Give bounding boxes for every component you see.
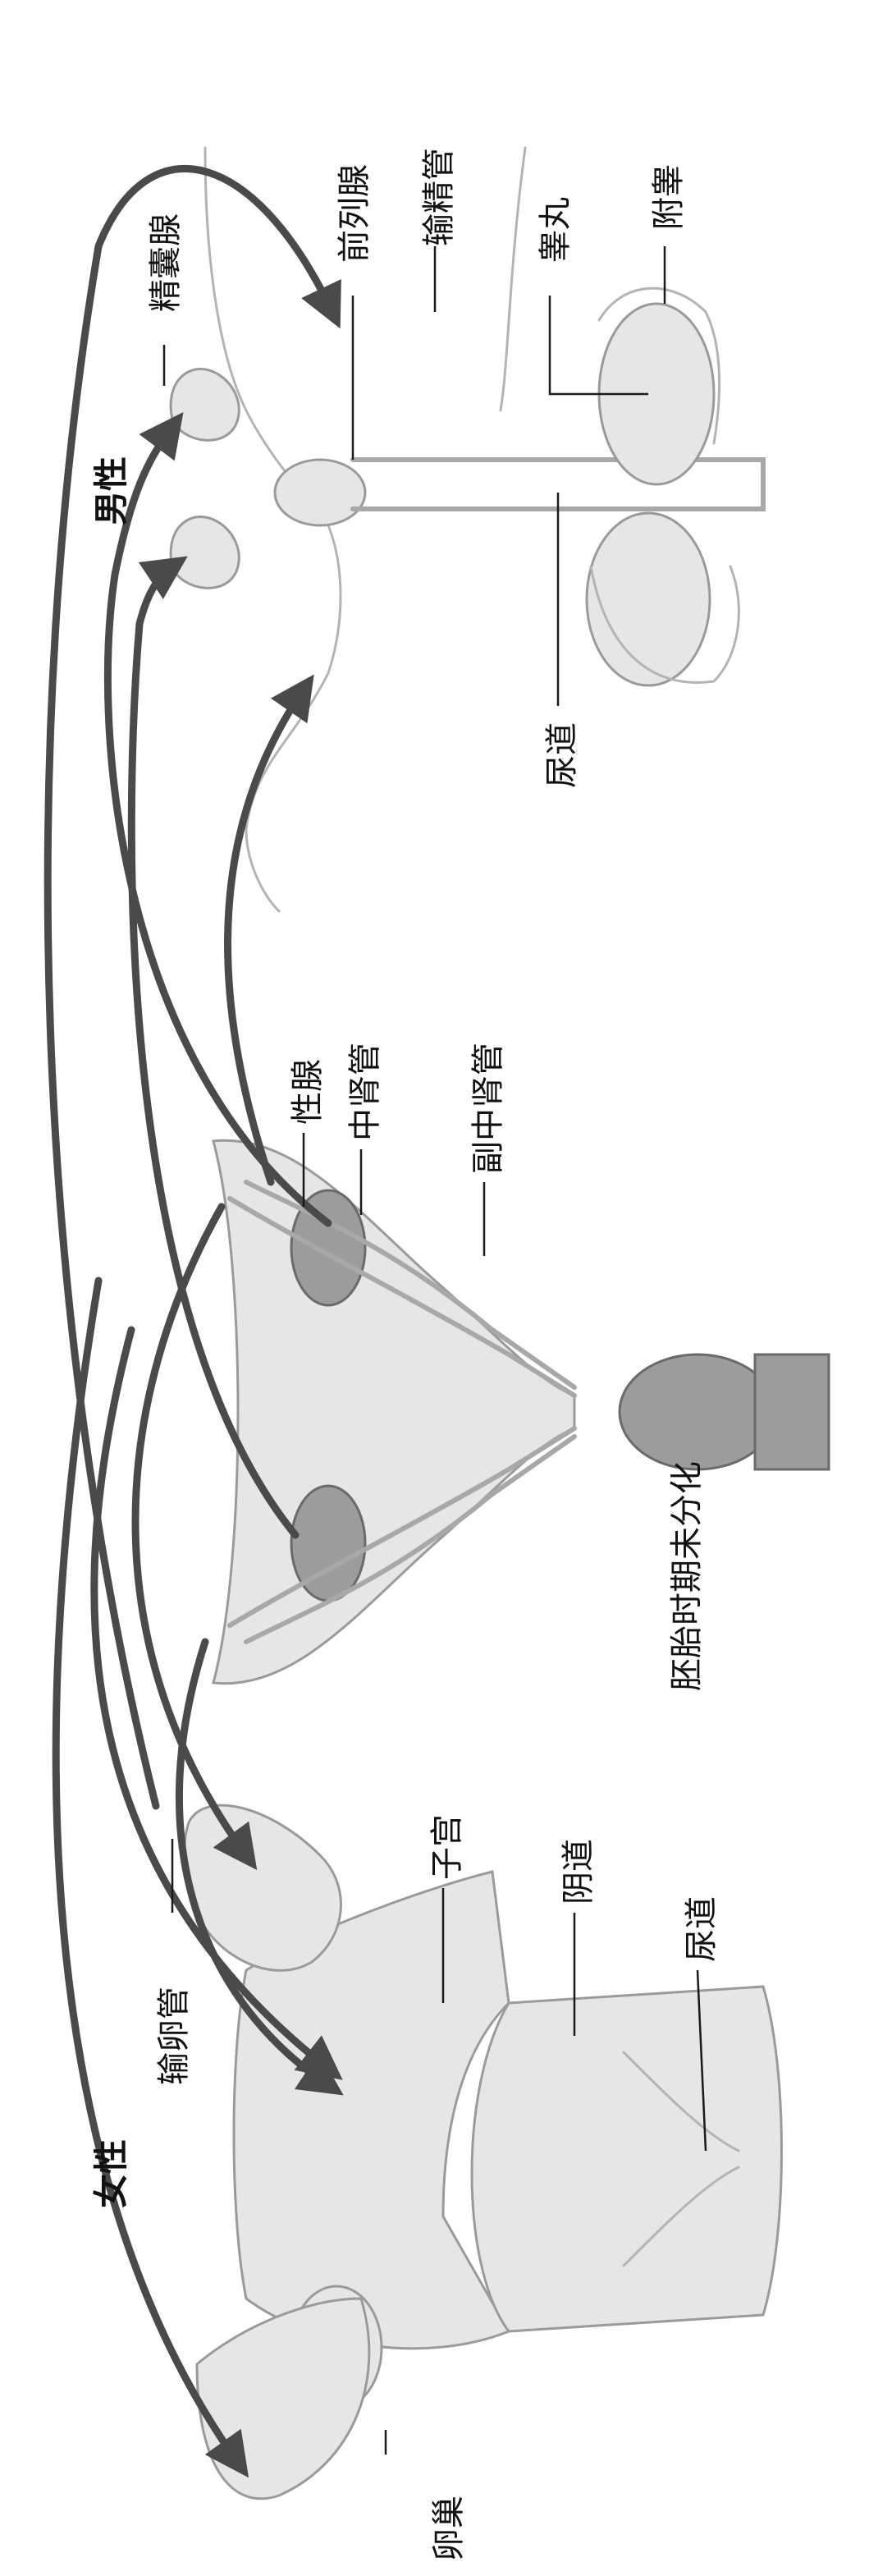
leader-female-urethra xyxy=(696,1969,707,2152)
arrow-to-oviduct xyxy=(131,1203,258,1871)
arrow-to-urethra-male xyxy=(224,674,314,1186)
arrow-to-seminal-vesicle-upper xyxy=(103,411,332,1227)
label-uterus: 子宫 xyxy=(428,1814,466,1880)
arrow-to-uterus xyxy=(90,1326,343,2080)
female-urethra xyxy=(622,2051,740,2267)
epididymis-lower xyxy=(589,565,740,684)
indifferent-caption: 胚胎时期未分化 xyxy=(668,1461,706,1691)
male-anatomy xyxy=(169,146,766,913)
gonad-upper xyxy=(290,1189,367,1307)
female-title: 女性 xyxy=(91,2139,131,2208)
female-anatomy xyxy=(183,1804,783,2500)
label-paramesonephric-duct: 副中肾管 xyxy=(469,1043,507,1174)
arrow-to-ovary xyxy=(52,1277,249,2478)
seminal-vesicle-lower xyxy=(169,516,240,589)
labels: 男性 精囊腺 前列腺 输精管 睾丸 附睾 尿道 性腺 中肾管 副中肾管 胚胎时期… xyxy=(91,148,720,2561)
leader-testis xyxy=(548,296,648,396)
paramesonephric-duct-upper xyxy=(227,1196,577,1398)
arrow-to-seminal-vesicle-lower xyxy=(127,556,300,1539)
label-vagina: 阴道 xyxy=(560,1839,597,1904)
label-gonad: 性腺 xyxy=(289,1059,327,1125)
testis-lower xyxy=(585,511,711,687)
male-vas-deferens-loop-right xyxy=(499,146,527,412)
label-epididymis: 附睾 xyxy=(650,164,688,230)
label-vas-deferens: 输精管 xyxy=(420,148,458,246)
label-oviduct: 输卵管 xyxy=(155,1987,193,2085)
prostate-gland xyxy=(273,458,367,527)
arrow-to-female-uterus-from-lower xyxy=(175,1638,344,2096)
leader-lines xyxy=(162,246,707,2455)
cloaca-block xyxy=(753,1353,830,1471)
male-title: 男性 xyxy=(91,456,131,525)
oviduct-lower xyxy=(195,2297,371,2500)
indifferent-anatomy xyxy=(212,1139,830,1685)
label-prostate: 前列腺 xyxy=(336,164,373,263)
mesonephric-duct-lower xyxy=(244,1434,577,1644)
label-male-urethra: 尿道 xyxy=(543,722,581,788)
paramesonephric-duct-lower xyxy=(227,1426,577,1628)
urogenital-sinus xyxy=(618,1353,777,1471)
mesonephric-duct-upper xyxy=(244,1180,577,1390)
seminal-vesicle-upper xyxy=(169,368,240,442)
differentiation-arrows xyxy=(43,165,344,2478)
label-seminal-vesicle: 精囊腺 xyxy=(147,213,185,312)
label-female-urethra: 尿道 xyxy=(683,1896,720,1962)
label-ovary: 卵巢 xyxy=(430,2496,468,2561)
label-testis: 睾丸 xyxy=(537,197,574,263)
label-mesonephric-duct: 中肾管 xyxy=(346,1043,384,1141)
vagina xyxy=(470,1985,783,2333)
male-vas-deferens-loop-left xyxy=(204,146,342,913)
arrow-to-prostate xyxy=(43,165,341,1810)
epididymis-upper xyxy=(597,286,721,445)
